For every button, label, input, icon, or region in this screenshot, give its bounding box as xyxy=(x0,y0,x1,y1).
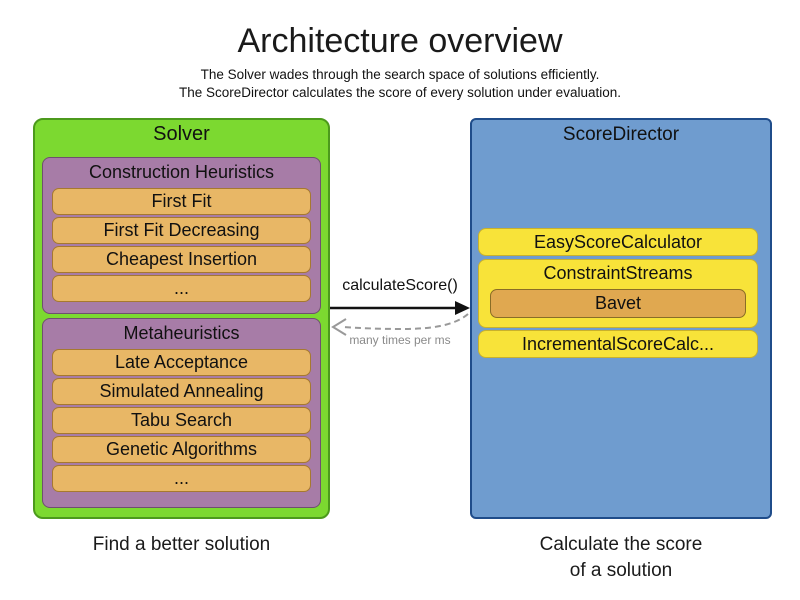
algo-item-cheapest-insertion: Cheapest Insertion xyxy=(52,246,311,273)
construction-heuristics-box: Construction Heuristics First Fit First … xyxy=(42,157,321,314)
algo-item-late-acceptance: Late Acceptance xyxy=(52,349,311,376)
bavet-box: Bavet xyxy=(490,289,746,318)
score-director-caption-line-1: Calculate the score xyxy=(539,534,703,555)
algo-item-metaheuristics-ellipsis: ... xyxy=(52,465,311,492)
algo-item-first-fit: First Fit xyxy=(52,188,311,215)
score-director-caption: Calculate the score of a solution xyxy=(470,532,772,584)
incremental-score-calculator-box: IncrementalScoreCalc... xyxy=(478,330,758,358)
frequency-label: many times per ms xyxy=(349,333,451,347)
score-director-caption-line-2: of a solution xyxy=(569,560,673,581)
solver-caption: Find a better solution xyxy=(92,534,271,555)
construction-heuristics-label: Construction Heuristics xyxy=(88,162,275,182)
calculate-score-label: calculateScore() xyxy=(342,277,458,294)
feedback-arrow xyxy=(331,313,469,336)
metaheuristics-items: Late Acceptance Simulated Annealing Tabu… xyxy=(43,349,320,492)
score-director-label: ScoreDirector xyxy=(562,124,680,145)
score-director-box: ScoreDirector EasyScoreCalculator Constr… xyxy=(470,118,772,519)
construction-heuristics-items: First Fit First Fit Decreasing Cheapest … xyxy=(43,188,320,302)
algo-item-first-fit-decreasing: First Fit Decreasing xyxy=(52,217,311,244)
solver-box: Solver Construction Heuristics First Fit… xyxy=(33,118,330,519)
subtitle-line-1: The Solver wades through the search spac… xyxy=(200,67,600,82)
metaheuristics-label: Metaheuristics xyxy=(123,323,240,343)
arrows-graphic xyxy=(330,301,470,336)
constraint-streams-label: ConstraintStreams xyxy=(543,263,693,283)
constraint-streams-box: ConstraintStreams Bavet xyxy=(478,259,758,328)
solver-label: Solver xyxy=(153,123,210,145)
page-title: Architecture overview xyxy=(237,22,563,60)
algo-item-genetic-algorithms: Genetic Algorithms xyxy=(52,436,311,463)
metaheuristics-box: Metaheuristics Late Acceptance Simulated… xyxy=(42,318,321,508)
algo-item-construction-ellipsis: ... xyxy=(52,275,311,302)
easy-score-calculator-box: EasyScoreCalculator xyxy=(478,228,758,256)
algo-item-tabu-search: Tabu Search xyxy=(52,407,311,434)
algo-item-simulated-annealing: Simulated Annealing xyxy=(52,378,311,405)
subtitle-line-2: The ScoreDirector calculates the score o… xyxy=(179,85,621,100)
calculate-score-arrow xyxy=(330,301,470,315)
